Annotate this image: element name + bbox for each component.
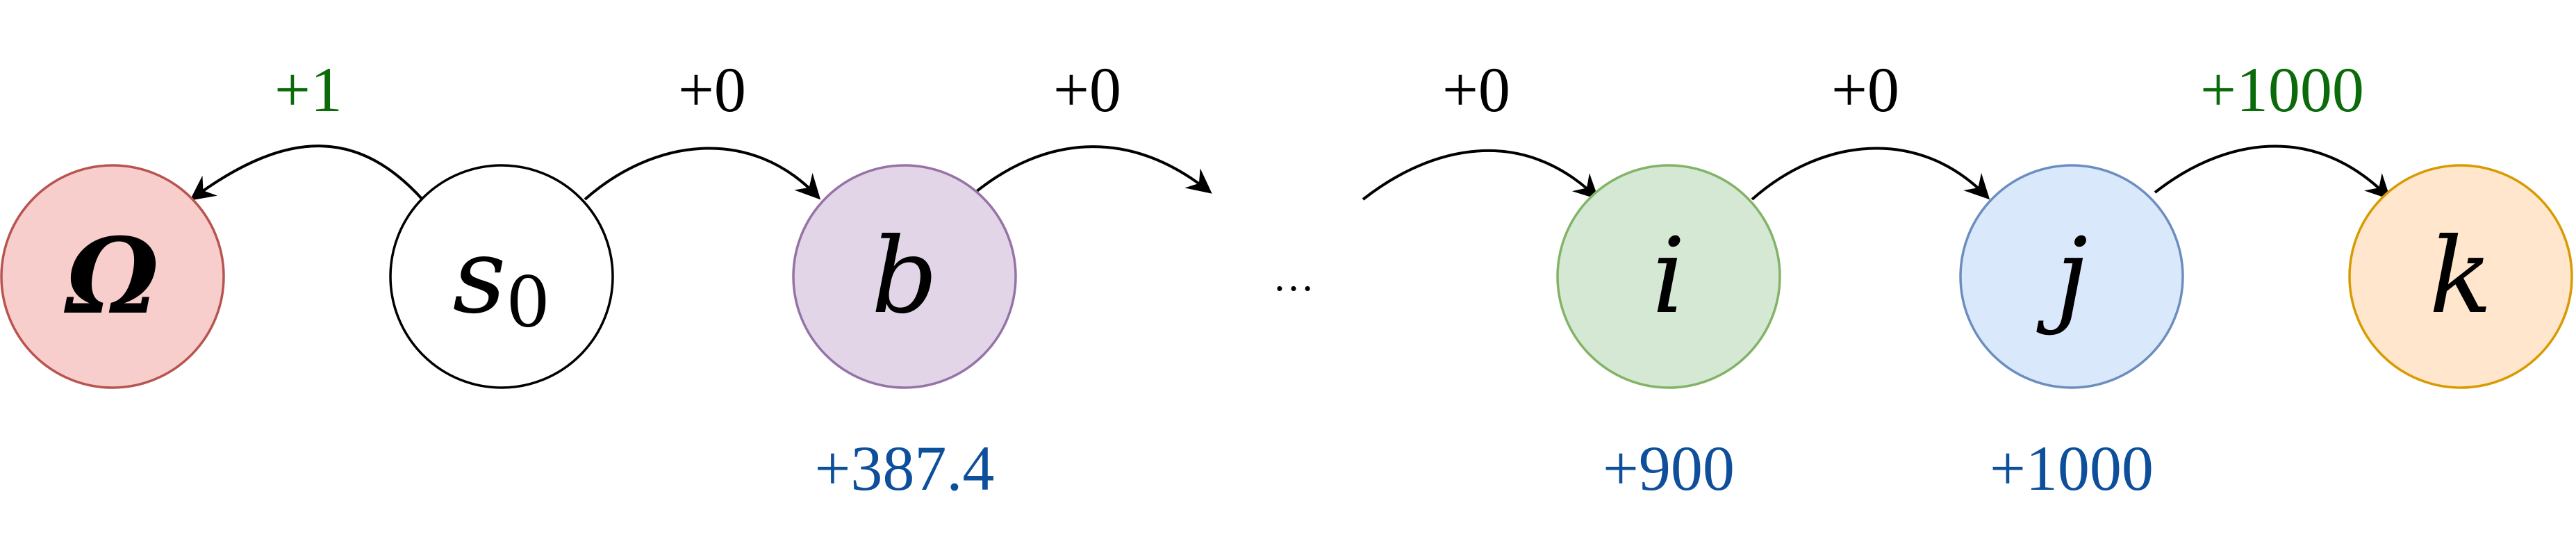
edge-reward-label: +0 — [1831, 54, 1899, 125]
node-omega: Ω — [0, 164, 225, 389]
node-b-circle — [793, 165, 1016, 388]
node-j-circle — [1960, 165, 2183, 388]
edge-reward-label: +1000 — [2200, 54, 2364, 125]
edge-s0-to-b — [584, 147, 821, 201]
node-omega-outline — [0, 164, 225, 389]
node-value-label: +900 — [1603, 433, 1735, 504]
node-value-label: +1000 — [1990, 433, 2154, 504]
node-s0: s 0 — [389, 164, 614, 389]
edge-i-to-j — [1751, 147, 1990, 201]
node-i-circle — [1558, 165, 1780, 388]
node-i-outline — [1556, 164, 1781, 389]
node-k-circle — [2350, 165, 2572, 388]
ellipsis: … — [1273, 254, 1314, 299]
node-b-outline — [792, 164, 1017, 389]
node-s0-subscript: 0 — [506, 262, 550, 343]
edge-reward-label: +1 — [274, 54, 342, 125]
node-value-label: +387.4 — [815, 433, 995, 504]
node-j: j — [1959, 164, 2184, 389]
node-b-label: b — [871, 216, 938, 337]
node-i: i — [1556, 164, 1781, 389]
edge-ellipsis-to-i — [1362, 149, 1599, 201]
edge-reward-label: +0 — [678, 54, 746, 125]
node-i-label: i — [1652, 216, 1685, 337]
node-s0-circle — [390, 165, 613, 388]
node-s0-outline — [389, 164, 614, 389]
edge-j-to-k — [2154, 145, 2391, 200]
node-omega-circle — [1, 165, 224, 388]
node-k-outline — [2348, 164, 2573, 389]
edge-reward-label: +0 — [1053, 54, 1121, 125]
edge-b-to-ellipsis — [975, 145, 1212, 194]
node-s0-label: s — [453, 216, 506, 337]
node-b: b — [792, 164, 1017, 389]
edge-s0-to-omega — [190, 145, 424, 201]
node-j-outline — [1959, 164, 2184, 389]
node-k: k — [2348, 164, 2573, 389]
edge-reward-label: +0 — [1442, 54, 1510, 125]
node-k-label: k — [2429, 216, 2493, 337]
node-omega-label: Ω — [63, 215, 159, 338]
